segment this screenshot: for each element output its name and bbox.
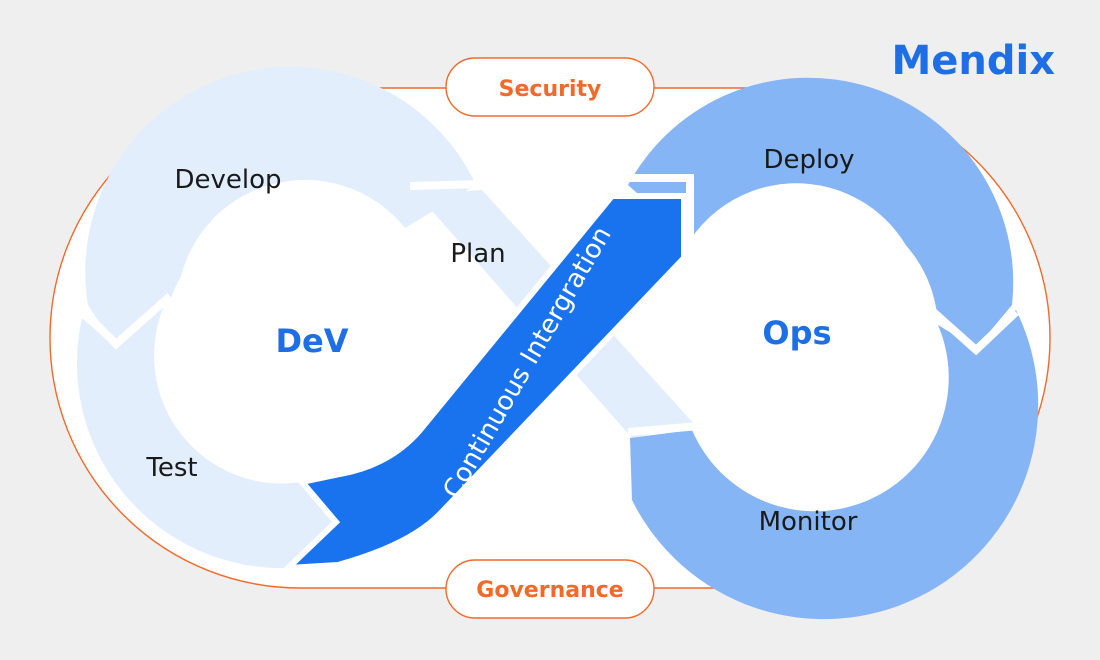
- dev-ring: [76, 66, 476, 569]
- brand-logo: Mendix: [891, 38, 1055, 84]
- dev-ring-upper-arc: [85, 66, 476, 348]
- ops-core: [682, 202, 938, 458]
- governance-pill: Governance: [445, 559, 655, 619]
- ci-arrow: [280, 193, 687, 572]
- dev-ring-lower-arc: [76, 306, 336, 569]
- ops-center-label: Ops: [762, 314, 831, 352]
- dev-core: [164, 212, 420, 468]
- dev-center-label: DeV: [275, 322, 348, 360]
- ops-ring-lower-arc: [630, 310, 1039, 620]
- ring-separators: [81, 174, 1019, 436]
- security-label: Security: [499, 77, 602, 102]
- plan-separator-bottom: [627, 422, 701, 436]
- ops-separator-left: [624, 174, 694, 246]
- plan-separator-top: [409, 180, 485, 190]
- dev-separator: [81, 293, 173, 350]
- ops-ring-upper-arc: [628, 77, 1014, 348]
- ops-separator: [917, 297, 1019, 356]
- deploy-label: Deploy: [763, 145, 854, 175]
- ops-ring: [628, 77, 1039, 620]
- governance-label: Governance: [476, 578, 623, 603]
- monitor-label: Monitor: [759, 507, 858, 537]
- plan-label: Plan: [450, 239, 505, 269]
- test-label: Test: [145, 453, 197, 483]
- develop-label: Develop: [174, 165, 281, 195]
- security-pill: Security: [445, 57, 655, 117]
